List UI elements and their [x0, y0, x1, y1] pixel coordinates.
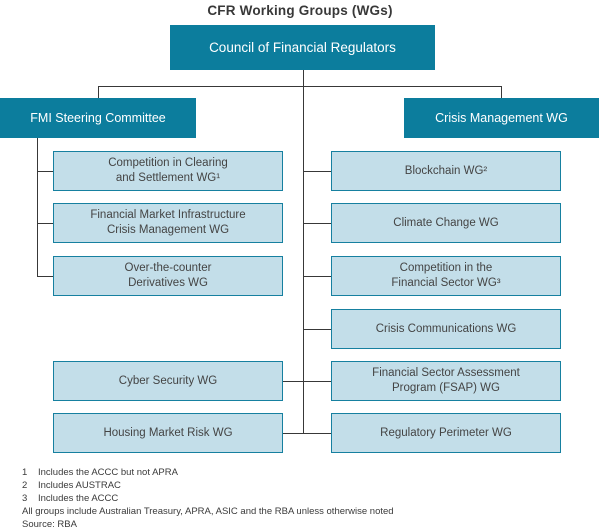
node-housing-market-risk-wg: Housing Market Risk WG [53, 413, 283, 453]
footnote-text: Includes the ACCC [38, 493, 119, 504]
connector-fmi-drop [98, 86, 99, 98]
node-label: Financial Market Infrastructure Crisis M… [90, 209, 246, 236]
connector-crisis-drop [501, 86, 502, 98]
footnote-number: 3 [22, 493, 28, 504]
footnote-general-note: All groups include Australian Treasury, … [22, 506, 394, 517]
connector-right-stub-1 [304, 171, 331, 172]
node-label: Council of Financial Regulators [209, 40, 396, 55]
footnote-3: 3 Includes the ACCC [22, 492, 582, 505]
connector-left-stub-2 [37, 223, 53, 224]
node-label: Cyber Security WG [118, 374, 218, 387]
node-crisis-communications-wg: Crisis Communications WG [331, 309, 561, 349]
node-label: Over-the-counter Derivatives WG [124, 262, 212, 289]
node-label: Blockchain WG² [404, 164, 488, 177]
node-fmi-steering-committee: FMI Steering Committee [0, 98, 196, 138]
node-crisis-management-wg: Crisis Management WG [404, 98, 599, 138]
node-competition-clearing-settlement-wg: Competition in Clearing and Settlement W… [53, 151, 283, 191]
connector-central-trunk [303, 70, 304, 433]
node-competition-financial-sector-wg: Competition in the Financial Sector WG³ [331, 256, 561, 296]
node-label: FMI Steering Committee [30, 110, 166, 125]
node-label: Competition in Clearing and Settlement W… [108, 157, 228, 184]
connector-left-trunk [37, 138, 38, 277]
node-label: Crisis Communications WG [375, 322, 517, 335]
chart-title: CFR Working Groups (WGs) [207, 3, 393, 18]
node-otc-derivatives-wg: Over-the-counter Derivatives WG [53, 256, 283, 296]
footnote-text: Includes AUSTRAC [38, 480, 121, 491]
connector-committee-horizontal [98, 86, 502, 87]
source-line: Source: RBA [22, 519, 77, 530]
node-label: Housing Market Risk WG [103, 426, 233, 439]
connector-cross-cyber-fsap [283, 381, 331, 382]
footnote-text: Includes the ACCC but not APRA [38, 467, 178, 478]
footnote-2: 2 Includes AUSTRAC [22, 479, 582, 492]
footnote-1: 1 Includes the ACCC but not APRA [22, 466, 582, 479]
node-label: Crisis Management WG [435, 110, 568, 125]
node-climate-change-wg: Climate Change WG [331, 203, 561, 243]
footnote-number: 1 [22, 467, 28, 478]
node-fsap-wg: Financial Sector Assessment Program (FSA… [331, 361, 561, 401]
connector-left-stub-1 [37, 171, 53, 172]
node-fmi-crisis-management-wg: Financial Market Infrastructure Crisis M… [53, 203, 283, 243]
connector-cross-housing-regulatory [283, 433, 331, 434]
node-cyber-security-wg: Cyber Security WG [53, 361, 283, 401]
connector-left-stub-3 [37, 276, 53, 277]
connector-right-stub-3 [304, 276, 331, 277]
node-regulatory-perimeter-wg: Regulatory Perimeter WG [331, 413, 561, 453]
node-label: Climate Change WG [393, 216, 499, 229]
node-council-of-financial-regulators: Council of Financial Regulators [170, 25, 435, 70]
node-blockchain-wg: Blockchain WG² [331, 151, 561, 191]
footnote-number: 2 [22, 480, 28, 491]
node-label: Regulatory Perimeter WG [380, 426, 512, 439]
footnotes: 1 Includes the ACCC but not APRA 2 Inclu… [22, 466, 582, 531]
node-label: Competition in the Financial Sector WG³ [391, 262, 501, 289]
connector-right-stub-4 [304, 329, 331, 330]
node-label: Financial Sector Assessment Program (FSA… [372, 367, 520, 394]
connector-right-stub-2 [304, 223, 331, 224]
